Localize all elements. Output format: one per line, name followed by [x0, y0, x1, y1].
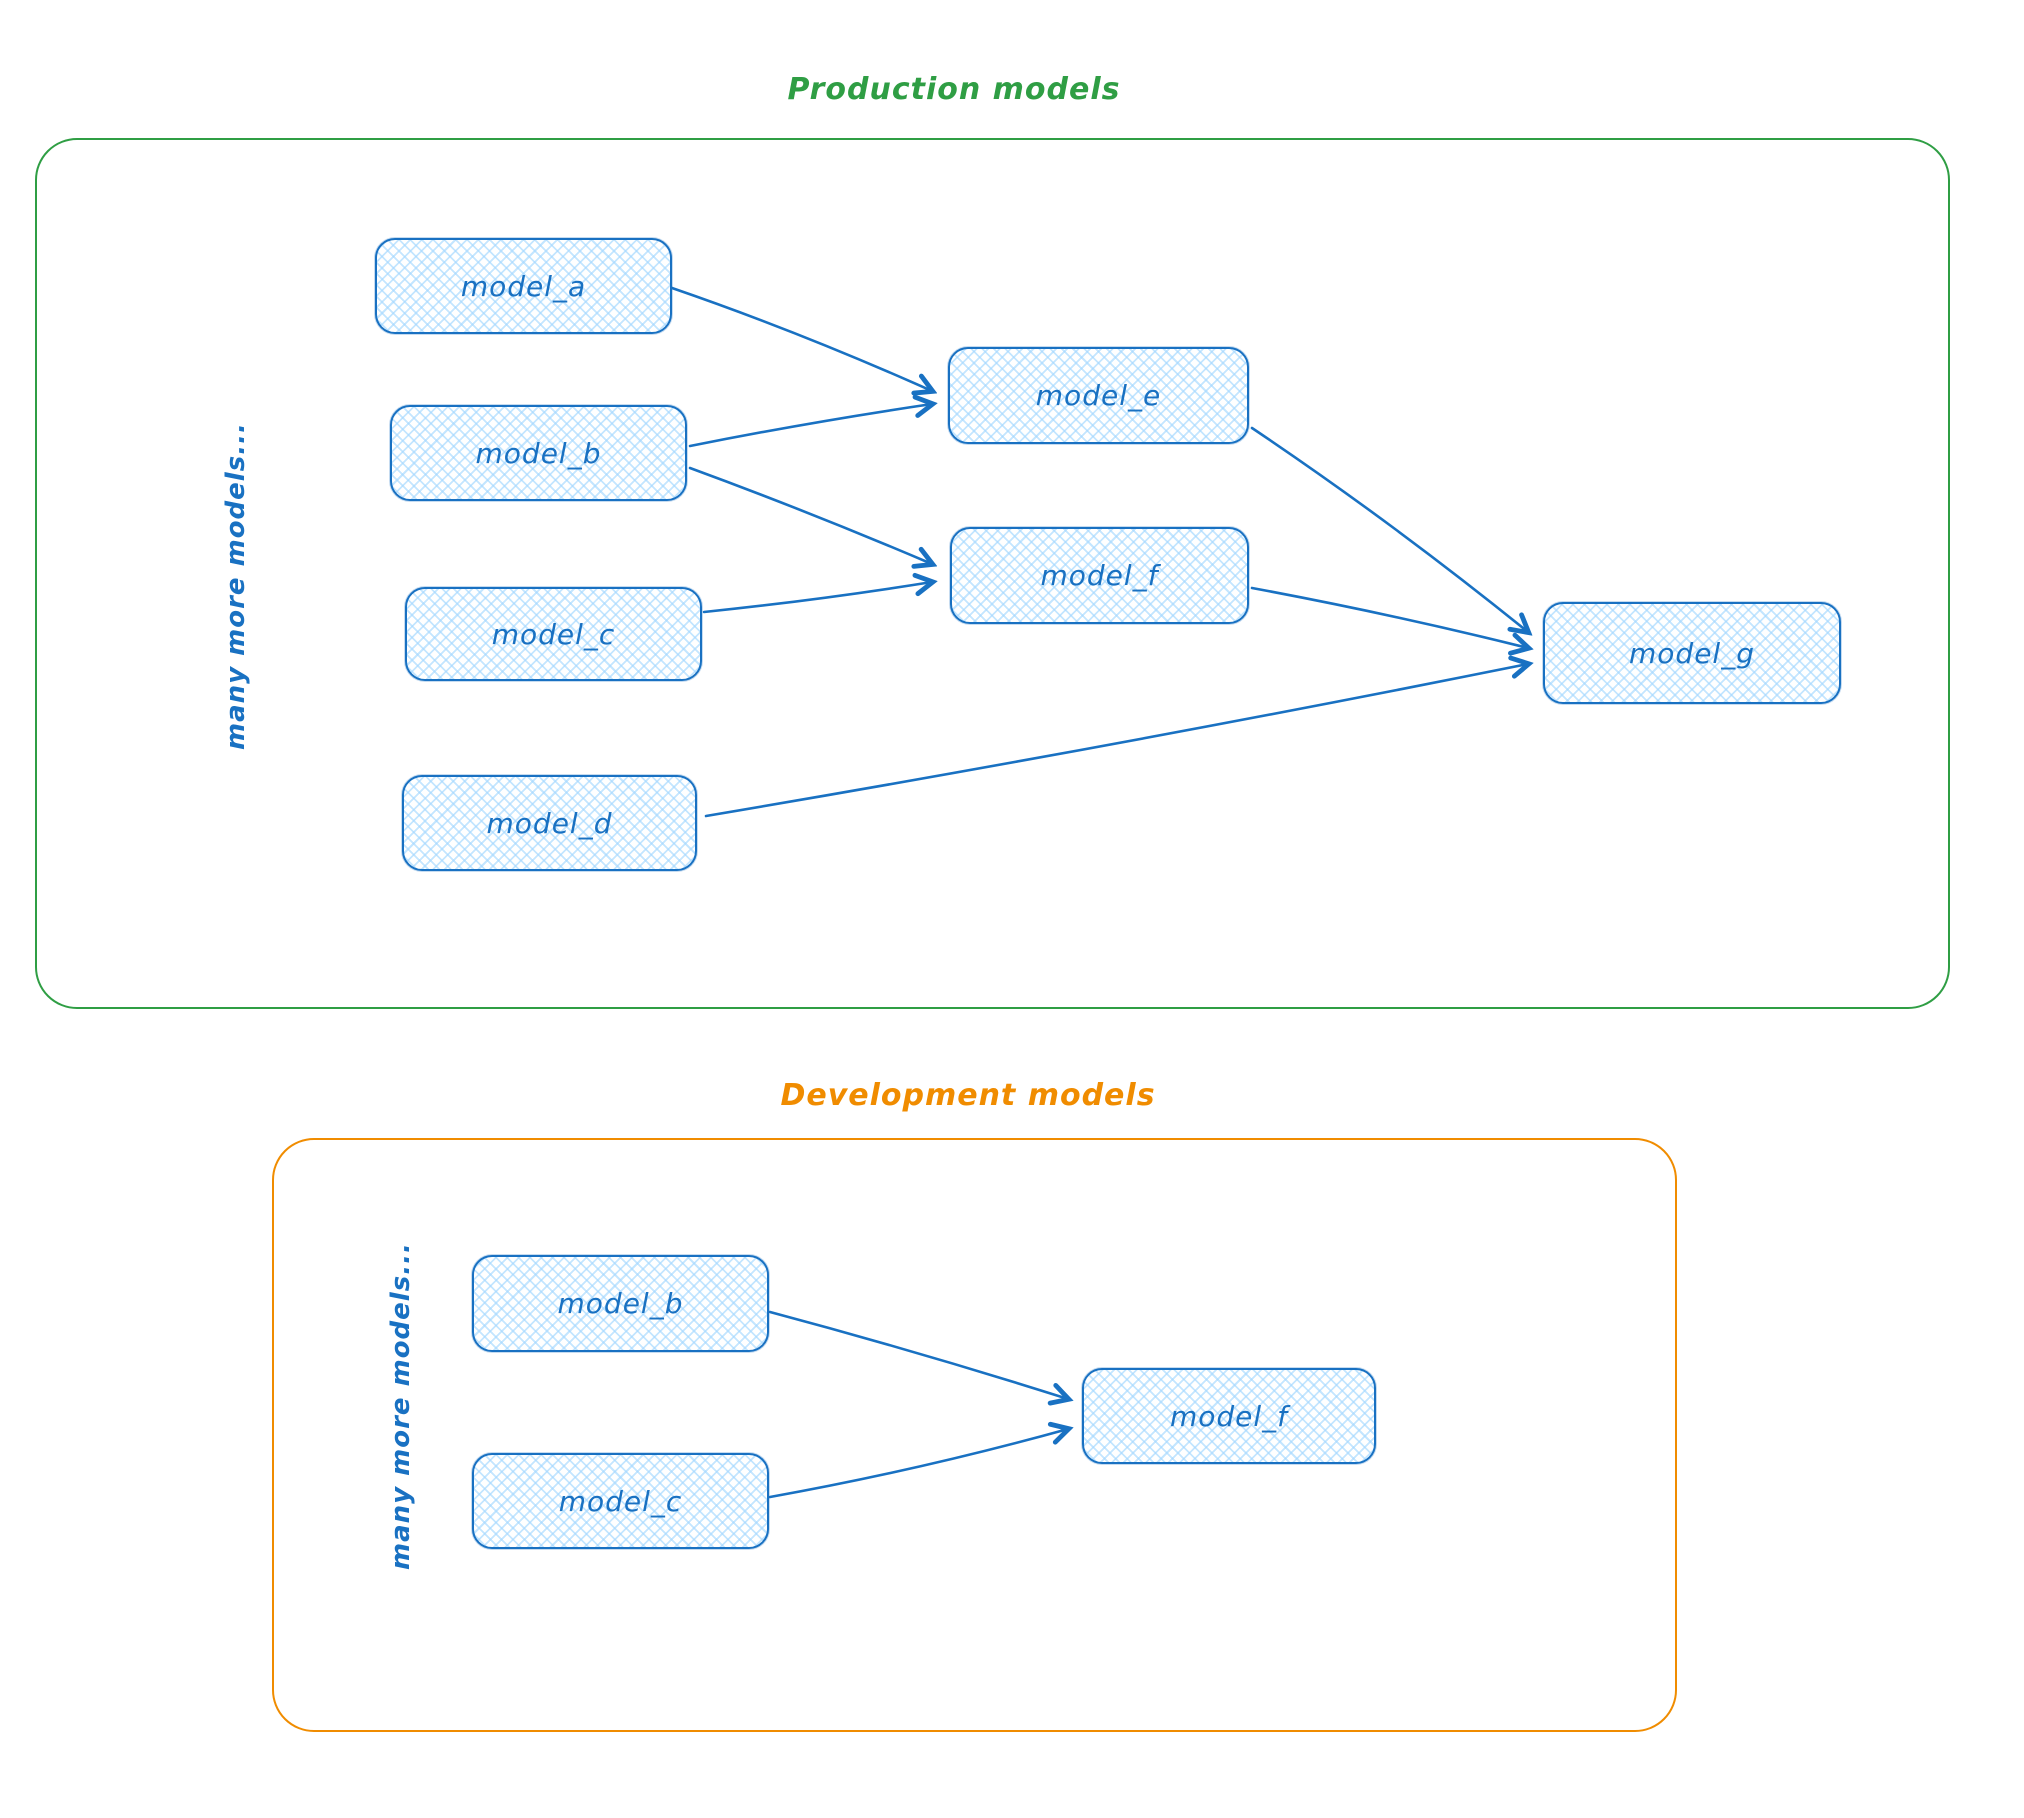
- node-production-model_f: model_f: [950, 527, 1249, 624]
- node-development-model_c: model_c: [472, 1453, 769, 1549]
- development-title: Development models: [780, 1078, 1156, 1113]
- development-side-label: many more models...: [386, 1242, 416, 1570]
- node-label-dev-model_f: model_f: [1169, 1399, 1289, 1433]
- node-label-model_e: model_e: [1035, 379, 1162, 412]
- production-side-label: many more models...: [221, 422, 251, 750]
- node-label-model_c: model_c: [491, 617, 616, 651]
- node-development-model_b: model_b: [472, 1255, 769, 1352]
- node-production-model_c: model_c: [405, 587, 702, 681]
- node-label-model_d: model_d: [486, 806, 613, 840]
- node-development-model_f: model_f: [1082, 1368, 1376, 1464]
- development-group-frame: [272, 1138, 1677, 1732]
- node-production-model_g: model_g: [1543, 602, 1841, 704]
- node-label-model_a: model_a: [460, 269, 587, 303]
- production-title: Production models: [787, 72, 1121, 107]
- node-label-model_g: model_g: [1629, 636, 1755, 670]
- node-label-model_b: model_b: [475, 436, 602, 470]
- node-production-model_b: model_b: [390, 405, 687, 501]
- node-production-model_e: model_e: [948, 347, 1249, 444]
- production-group-frame: [35, 138, 1950, 1009]
- node-label-model_f: model_f: [1040, 559, 1159, 592]
- node-label-dev-model_c: model_c: [558, 1484, 683, 1518]
- node-production-model_d: model_d: [402, 775, 697, 871]
- node-label-dev-model_b: model_b: [557, 1287, 684, 1320]
- node-production-model_a: model_a: [375, 238, 672, 334]
